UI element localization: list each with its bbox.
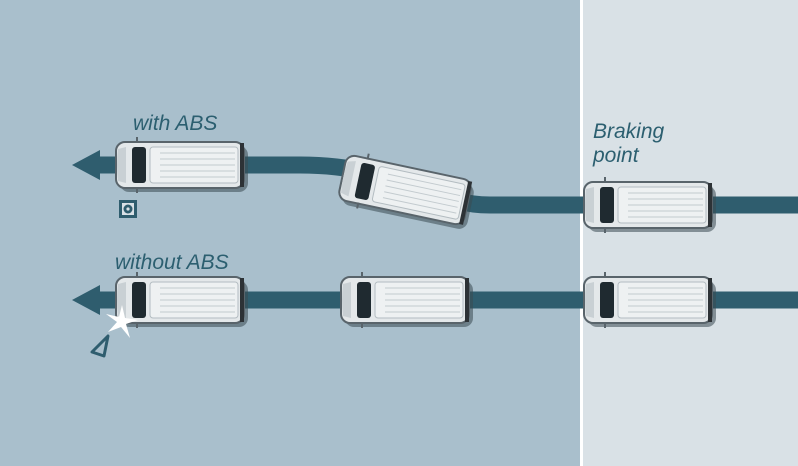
area-after-braking-point: [582, 0, 798, 466]
skid-warning-triangle-icon: [90, 334, 110, 358]
abs-warning-lamp-icon: [119, 200, 137, 218]
label-without-abs: without ABS: [115, 251, 229, 274]
collision-flash-icon: [106, 305, 138, 338]
van-with-abs-3: [583, 176, 717, 234]
arrow-head-without-abs: [72, 285, 100, 315]
label-braking-point-line1: Braking: [593, 120, 665, 143]
label-braking-point-line2: point: [593, 144, 639, 167]
arrow-head-with-abs: [72, 150, 100, 180]
van-with-abs-2: [335, 148, 479, 233]
braking-point-line: [580, 0, 583, 466]
label-with-abs: with ABS: [133, 112, 218, 135]
van-with-abs-1: [115, 136, 249, 194]
van-without-abs-3: [583, 271, 717, 329]
van-without-abs-2: [340, 271, 474, 329]
van-without-abs-1: [115, 271, 249, 329]
